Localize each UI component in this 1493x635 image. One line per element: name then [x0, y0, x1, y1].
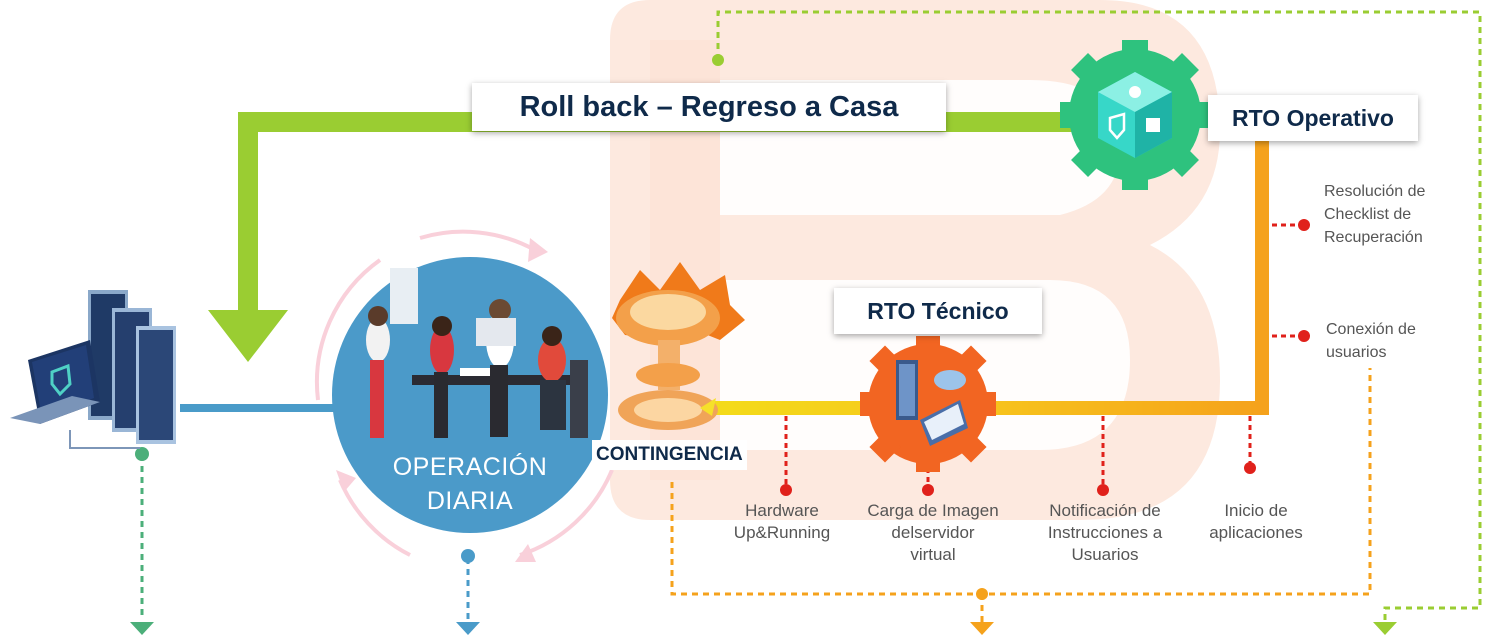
- operacion-diaria-node: [314, 229, 614, 562]
- gear-security-icon: [1060, 40, 1210, 190]
- side-step-line: Resolución de: [1324, 183, 1426, 200]
- step-line: Carga de Imagen: [867, 501, 999, 520]
- datacenter-icon: [10, 290, 176, 449]
- rto-operativo-label: RTO Operativo: [1208, 95, 1418, 141]
- bottom-loop-dot: [976, 588, 988, 600]
- laptop-shield-icon: [10, 340, 100, 424]
- step-carga-imagen: Carga de Imagen delservidor virtual: [848, 500, 1018, 566]
- operacion-line2: DIARIA: [426, 487, 514, 515]
- step-line: Hardware: [745, 501, 819, 520]
- step-line: Up&Running: [733, 523, 831, 542]
- operacion-line1: OPERACIÓN: [392, 453, 548, 481]
- team-illustration: [366, 268, 588, 438]
- step-line: Inicio de: [1224, 501, 1288, 520]
- rollback-label: Roll back – Regreso a Casa: [472, 83, 946, 131]
- top-loop-dot: [712, 54, 724, 66]
- output-arrows: [130, 447, 1397, 635]
- step-line: Usuarios: [1071, 545, 1139, 564]
- step-notificacion: Notificación de Instrucciones a Usuarios: [1030, 500, 1180, 566]
- step-line: Instrucciones a: [1047, 523, 1163, 542]
- step-line: Notificación de: [1049, 501, 1161, 520]
- side-step-line: Checklist de: [1324, 206, 1412, 223]
- operacion-diaria-label: OPERACIÓN DIARIA: [370, 450, 570, 518]
- step-line: delservidor: [891, 523, 975, 542]
- step-line: virtual: [910, 545, 956, 564]
- contingencia-label: CONTINGENCIA: [592, 440, 747, 470]
- step-hardware: Hardware Up&Running: [712, 500, 852, 544]
- side-step-line: usuarios: [1326, 344, 1387, 361]
- side-step-conexion: Conexión de usuarios: [1326, 318, 1476, 364]
- explosion-icon: [612, 262, 745, 430]
- step-dots: [780, 219, 1310, 496]
- rto-tecnico-label: RTO Técnico: [834, 288, 1042, 334]
- gear-server-icon: [860, 336, 996, 472]
- step-inicio-aplicaciones: Inicio de aplicaciones: [1186, 500, 1326, 544]
- step-line: aplicaciones: [1209, 523, 1303, 542]
- side-step-line: Conexión de: [1326, 321, 1416, 338]
- side-step-checklist: Resolución de Checklist de Recuperación: [1324, 180, 1474, 249]
- side-step-line: Recuperación: [1324, 229, 1423, 246]
